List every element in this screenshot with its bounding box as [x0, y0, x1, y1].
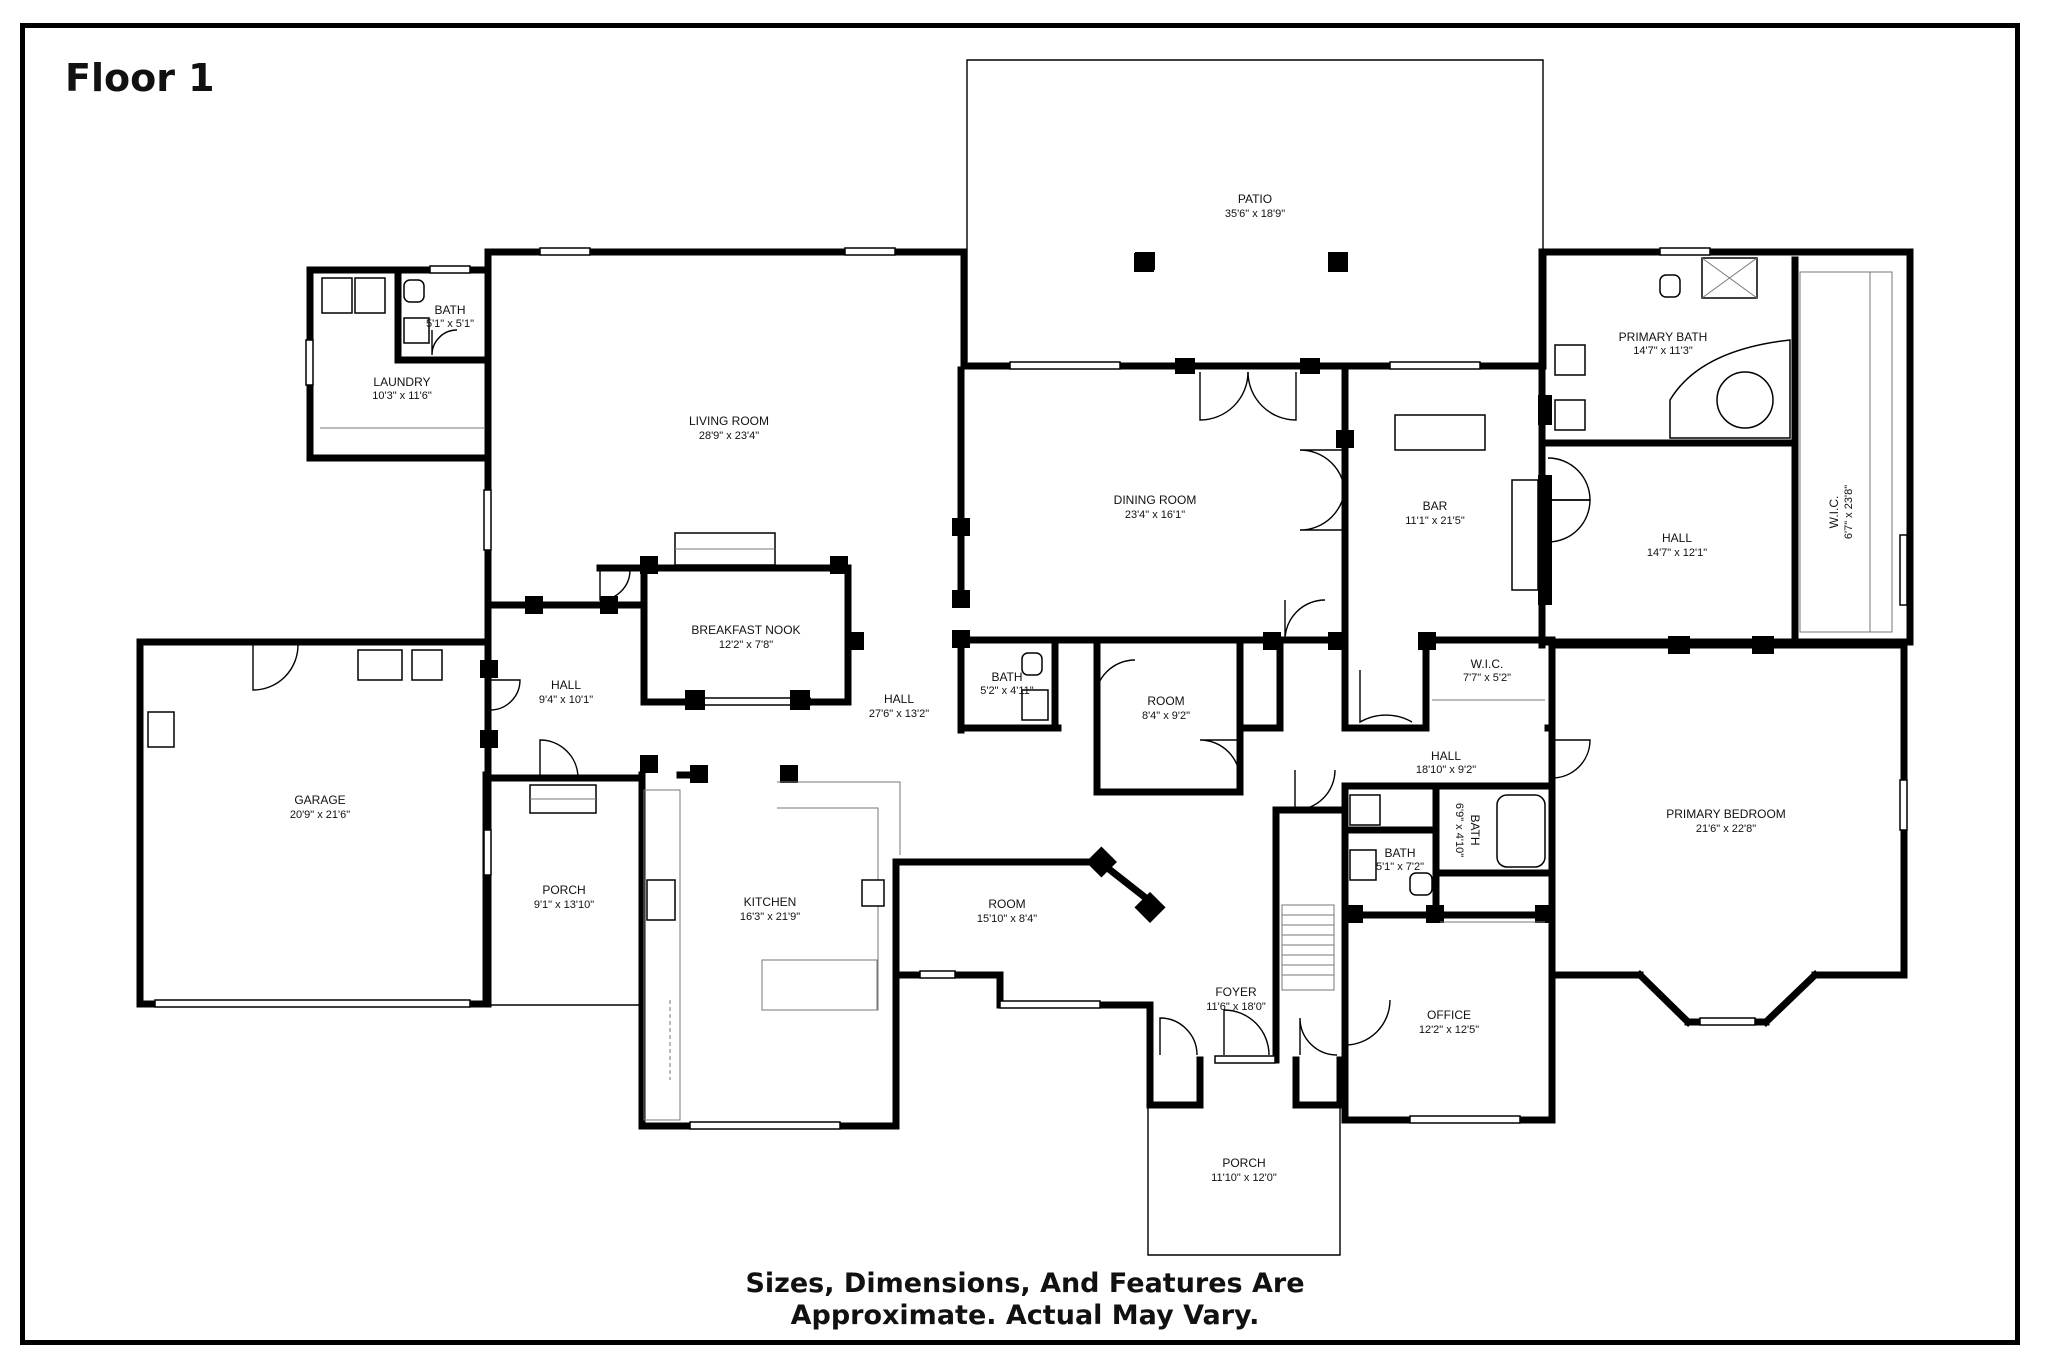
breakfast-nook-dimensions: 12'2" x 7'8": [719, 639, 773, 651]
living-room-label: LIVING ROOM: [689, 414, 769, 428]
kitchen-label: KITCHEN: [744, 895, 797, 909]
bar-dimensions: 11'1" x 21'5": [1405, 515, 1465, 527]
hall-left-label: HALL: [551, 678, 581, 692]
primary-bath-label: PRIMARY BATH: [1619, 330, 1708, 344]
foyer-label: FOYER: [1215, 985, 1257, 999]
hall-lower-label: HALL: [1431, 749, 1461, 763]
bath-vertical-label: BATH: [1468, 814, 1482, 845]
bath-top-label: BATH: [434, 303, 465, 317]
porch-left-dimensions: 9'1" x 13'10": [534, 899, 594, 911]
windows: [154, 247, 1908, 1130]
porch-left-label: PORCH: [542, 883, 585, 897]
disclaimer-line-2: Approximate. Actual May Vary.: [790, 1300, 1260, 1331]
bath-lower-dimensions: 5'1" x 7'2": [1376, 861, 1424, 873]
hall-left-dimensions: 9'4" x 10'1": [539, 694, 593, 706]
room-small-dimensions: 8'4" x 9'2": [1142, 710, 1190, 722]
patio-posts: [1134, 253, 1348, 272]
dining-room-label: DINING ROOM: [1114, 493, 1197, 507]
doors: [252, 329, 1591, 1056]
dining-room-dimensions: 23'4" x 16'1": [1125, 509, 1185, 521]
hall-center-label: HALL: [884, 692, 914, 706]
bath-center-label: BATH: [991, 670, 1022, 684]
primary-bedroom-label: PRIMARY BEDROOM: [1666, 807, 1786, 821]
room-small-label: ROOM: [1147, 694, 1184, 708]
hall-right-dimensions: 14'7" x 12'1": [1647, 547, 1707, 559]
front-porch-outline: [1147, 1105, 1341, 1256]
garage-label: GARAGE: [294, 793, 345, 807]
room-center-label: ROOM: [988, 897, 1025, 911]
bar-label: BAR: [1423, 499, 1448, 513]
hall-center-dimensions: 27'6" x 13'2": [869, 708, 929, 720]
office-label: OFFICE: [1427, 1008, 1471, 1022]
hall-right-label: HALL: [1662, 531, 1692, 545]
disclaimer-line-1: Sizes, Dimensions, And Features Are: [745, 1268, 1305, 1299]
hall-lower-dimensions: 18'10" x 9'2": [1416, 764, 1476, 776]
wic-right-dimensions: 6'7" x 23'8": [1843, 485, 1855, 539]
floor-title: Floor 1: [65, 56, 215, 100]
primary-bath-dimensions: 14'7" x 11'3": [1633, 345, 1693, 357]
living-room-dimensions: 28'9" x 23'4": [699, 430, 759, 442]
primary-bedroom-dimensions: 21'6" x 22'8": [1696, 823, 1756, 835]
wic-right-label: W.I.C.: [1827, 496, 1841, 529]
room-labels: PATIO 35'6" x 18'9" PRIMARY BATH 14'7" x…: [290, 192, 1855, 1184]
patio-label: PATIO: [1238, 192, 1272, 206]
bath-top-dimensions: 5'1" x 5'1": [426, 318, 474, 330]
posts: [480, 252, 1774, 923]
patio-dimensions: 35'6" x 18'9": [1225, 208, 1285, 220]
porch-front-dimensions: 11'10" x 12'0": [1211, 1172, 1277, 1184]
breakfast-nook-label: BREAKFAST NOOK: [691, 623, 800, 637]
laundry-dimensions: 10'3" x 11'6": [372, 390, 432, 402]
disclaimer: Sizes, Dimensions, And Features Are Appr…: [640, 1268, 1410, 1332]
fixtures: [147, 257, 1893, 1121]
wic-center-dimensions: 7'7" x 5'2": [1463, 672, 1511, 684]
porch-front-label: PORCH: [1222, 1156, 1265, 1170]
foyer-dimensions: 11'6" x 18'0": [1206, 1001, 1266, 1013]
bath-lower-label: BATH: [1384, 846, 1415, 860]
bath-center-dimensions: 5'2" x 4'11": [980, 685, 1033, 697]
laundry-label: LAUNDRY: [373, 375, 430, 389]
page-frame: [20, 23, 2020, 1345]
patio-outline: [966, 59, 1544, 362]
office-dimensions: 12'2" x 12'5": [1419, 1024, 1479, 1036]
room-center-dimensions: 15'10" x 8'4": [977, 913, 1037, 925]
kitchen-dimensions: 16'3" x 21'9": [740, 911, 800, 923]
garage-dimensions: 20'9" x 21'6": [290, 809, 350, 821]
wic-center-label: W.I.C.: [1471, 657, 1504, 671]
bath-vertical-dimensions: 6'9" x 4'10": [1453, 803, 1465, 857]
